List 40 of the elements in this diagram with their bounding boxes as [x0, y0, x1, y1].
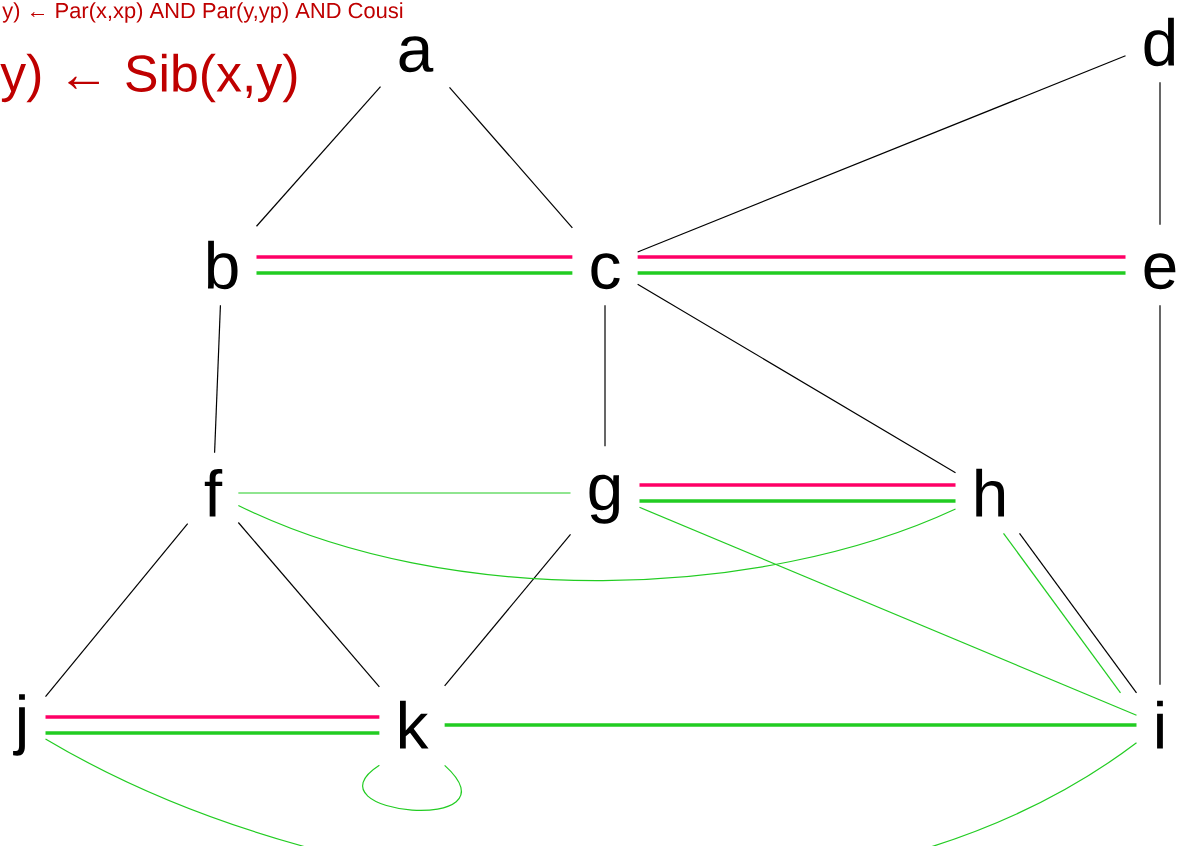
- graph-edge: [604, 304, 606, 447]
- graph-edge: [362, 764, 462, 811]
- graph-edge: [637, 283, 957, 474]
- graph-edge: [1018, 532, 1138, 694]
- graph-edge: [637, 55, 1127, 253]
- graph-edge: [237, 521, 380, 688]
- graph-edge: [214, 304, 221, 454]
- node-letter: e: [1144, 253, 1176, 290]
- graph-edge: [637, 255, 1126, 259]
- graph-edge: [444, 723, 1137, 727]
- graph-edge: [637, 271, 1126, 275]
- node-letter: g: [589, 474, 620, 524]
- graph-edge: [237, 492, 572, 494]
- formula-text: y) ← Par(x,xp) AND Par(y,yp) AND Cousi: [2, 2, 403, 23]
- graph-edge: [444, 533, 572, 687]
- graph-edge: [237, 504, 957, 582]
- node-letter: c: [591, 253, 620, 290]
- node-letter: h: [976, 468, 1004, 517]
- node-letter: d: [1144, 17, 1175, 67]
- node-letter: k: [400, 700, 429, 749]
- graph-edge: [638, 506, 1138, 716]
- graph-edge: [44, 523, 189, 698]
- graph-edge: [1159, 81, 1161, 226]
- graph-edge: [639, 499, 956, 503]
- graph-edge: [44, 738, 1138, 846]
- graph-edge: [639, 483, 956, 487]
- graph-edge: [45, 715, 380, 719]
- formula-text: y) ← Sib(x,y): [0, 53, 297, 103]
- graph-edge: [1002, 532, 1122, 694]
- graph-edge: [256, 271, 573, 275]
- node-letter: f: [204, 468, 223, 517]
- node-letter: j: [13, 694, 25, 756]
- node-letter: b: [207, 240, 238, 290]
- node-letter: a: [399, 36, 434, 73]
- graph-edge: [256, 255, 573, 259]
- graph-edge: [448, 86, 573, 229]
- node-letter: i: [1157, 700, 1163, 749]
- graph-edge: [1159, 304, 1161, 686]
- graph-edge: [45, 731, 380, 735]
- graph-edge: [255, 86, 382, 227]
